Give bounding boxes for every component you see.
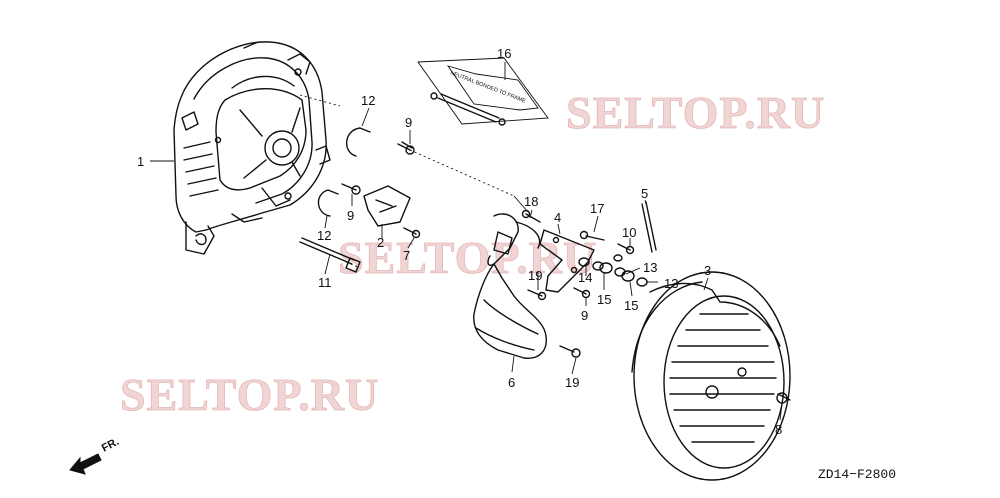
callout-4: 4 bbox=[554, 210, 561, 225]
watermark-top: SELTOP.RU bbox=[566, 87, 825, 138]
callout-12-lower: 12 bbox=[317, 228, 331, 243]
front-label: FR. bbox=[100, 436, 121, 455]
callout-labels: 1 2 3 4 5 6 7 8 9 9 9 10 11 12 12 13 13 … bbox=[137, 46, 782, 437]
relation-lines bbox=[299, 94, 529, 269]
callout-13-upper: 13 bbox=[643, 260, 657, 275]
diagram-code: ZD14−F2800 bbox=[818, 467, 896, 482]
callout-18: 18 bbox=[524, 194, 538, 209]
callout-9-left: 9 bbox=[347, 208, 354, 223]
small-parts-left bbox=[299, 127, 421, 273]
callout-12-upper: 12 bbox=[361, 93, 375, 108]
callout-15-right: 15 bbox=[624, 298, 638, 313]
watermark-bottom: SELTOP.RU bbox=[120, 369, 379, 420]
callout-11: 11 bbox=[318, 275, 332, 290]
ground-strap-panel: NEUTRAL BONDED TO FRAME bbox=[417, 57, 549, 126]
callout-15-left: 15 bbox=[597, 292, 611, 307]
end-cover-grille bbox=[631, 271, 791, 481]
air-guide bbox=[473, 213, 581, 359]
callout-5: 5 bbox=[641, 186, 648, 201]
center-hardware-group bbox=[521, 201, 657, 301]
callout-3: 3 bbox=[704, 263, 711, 278]
callout-8: 8 bbox=[775, 422, 782, 437]
callout-7: 7 bbox=[403, 248, 410, 263]
callout-16: 16 bbox=[497, 46, 511, 61]
callout-leaders bbox=[150, 62, 783, 421]
front-direction-indicator: FR. bbox=[69, 436, 121, 475]
callout-13-right: 13 bbox=[664, 276, 678, 291]
callout-6: 6 bbox=[508, 375, 515, 390]
callout-17: 17 bbox=[590, 201, 604, 216]
callout-19-lower: 19 bbox=[565, 375, 579, 390]
callout-9-upper: 9 bbox=[405, 115, 412, 130]
callout-2: 2 bbox=[377, 235, 384, 250]
callout-14: 14 bbox=[578, 270, 592, 285]
generator-housing bbox=[173, 41, 331, 255]
callout-1: 1 bbox=[137, 154, 144, 169]
callout-9-center: 9 bbox=[581, 308, 588, 323]
callout-19-upper: 19 bbox=[528, 268, 542, 283]
callout-10: 10 bbox=[622, 225, 636, 240]
